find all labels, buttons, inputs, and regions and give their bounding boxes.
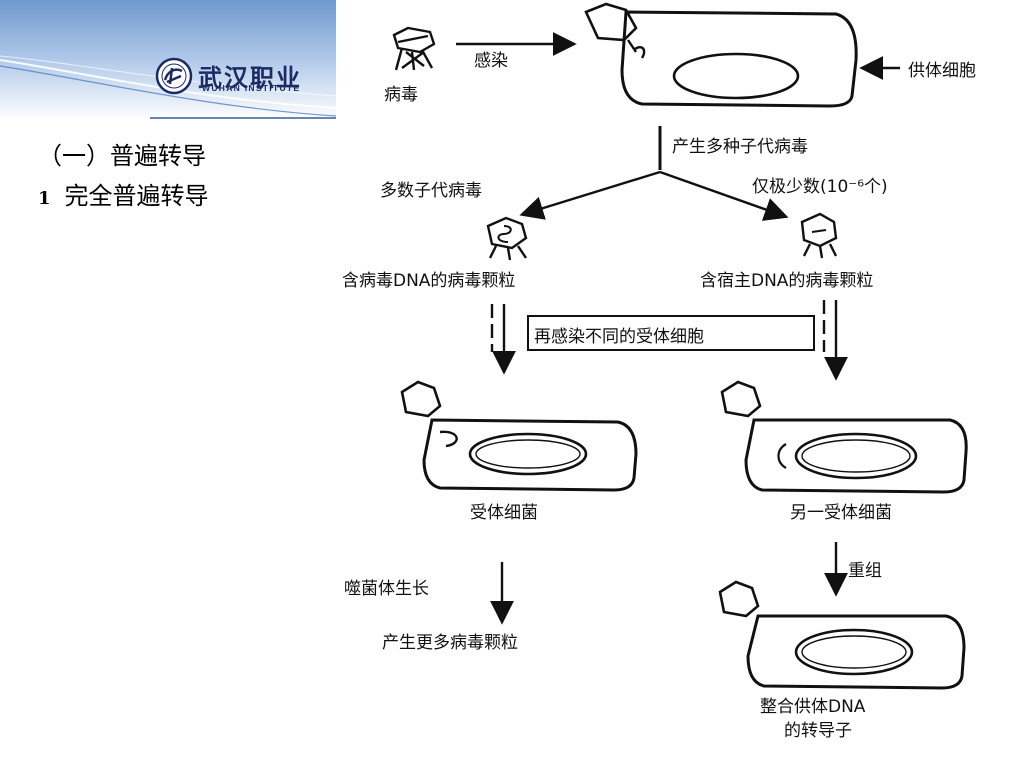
lytic-growth-label: 噬菌体生长 bbox=[344, 579, 429, 599]
logo-subtext: WUHAN INSTITUTE bbox=[202, 83, 301, 93]
reinfect-box bbox=[527, 315, 815, 351]
integrated-donor-label: 整合供体DNA bbox=[760, 697, 866, 717]
header-band: 武汉职业 WUHAN INSTITUTE bbox=[0, 0, 336, 120]
majority-progeny-label: 多数子代病毒 bbox=[380, 181, 482, 201]
logo-text: 武汉职业 bbox=[198, 63, 302, 92]
minority-label: 仅极少数(10⁻⁶个) bbox=[752, 177, 888, 197]
recombination-label: 重组 bbox=[848, 561, 882, 581]
institute-logo: 武汉职业 WUHAN INSTITUTE bbox=[154, 56, 334, 96]
minority-branch-arrow bbox=[659, 170, 789, 221]
transductant-cell-icon bbox=[718, 580, 966, 690]
infect-label: 感染 bbox=[474, 51, 508, 71]
transduction-diagram: 病毒 感染 供体细胞 产生多种子代病毒 多数子代病毒 仅极少数(10⁻⁶个) 含… bbox=[336, 0, 1024, 768]
donor-cell-icon bbox=[584, 2, 858, 108]
viral-dna-particle-icon bbox=[486, 216, 528, 261]
host-dna-particle-icon bbox=[800, 212, 838, 259]
transductant-label: 的转导子 bbox=[784, 721, 852, 741]
subsection-title: 完全普遍转导 bbox=[64, 182, 209, 210]
produce-progeny-label: 产生多种子代病毒 bbox=[672, 137, 808, 157]
emblem-icon bbox=[155, 57, 193, 95]
subsection-heading: 1 完全普遍转导 bbox=[38, 176, 209, 211]
more-particles-label: 产生更多病毒颗粒 bbox=[382, 633, 518, 653]
viral-dna-particle-label: 含病毒DNA的病毒颗粒 bbox=[342, 271, 516, 291]
another-recipient-label: 另一受体细菌 bbox=[790, 503, 892, 523]
donor-cell-label: 供体细胞 bbox=[908, 61, 976, 81]
virus-label: 病毒 bbox=[384, 85, 418, 105]
free-virus-icon bbox=[392, 26, 436, 71]
recipient-cell-icon bbox=[400, 380, 638, 492]
reinfect-label: 再感染不同的受体细胞 bbox=[534, 327, 704, 347]
another-recipient-cell-icon bbox=[720, 380, 968, 494]
section-title: （一）普遍转导 bbox=[38, 142, 206, 170]
recipient-cell-label: 受体细菌 bbox=[470, 503, 538, 523]
diagram-drawing bbox=[392, 2, 968, 690]
host-dna-particle-label: 含宿主DNA的病毒颗粒 bbox=[700, 271, 874, 291]
subsection-number: 1 bbox=[38, 188, 51, 209]
majority-branch-arrow bbox=[519, 170, 661, 220]
